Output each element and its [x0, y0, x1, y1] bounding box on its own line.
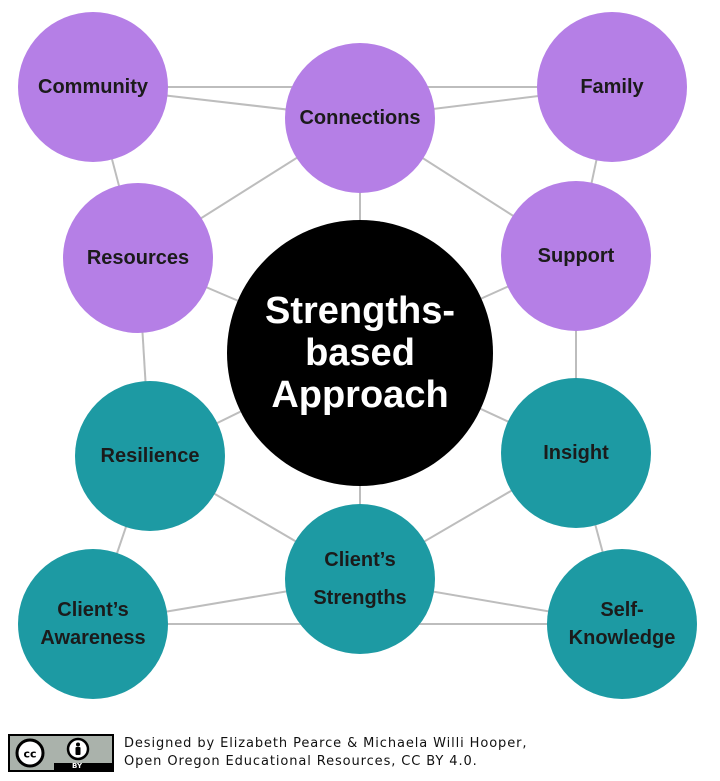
- node-connections: Connections: [285, 43, 435, 193]
- node-circle-family: [537, 12, 687, 162]
- attribution-person-icon: [66, 737, 90, 761]
- attribution-line-1: Designed by Elizabeth Pearce & Michaela …: [124, 736, 528, 751]
- node-label-clients-strengths-1: Strengths: [313, 587, 406, 609]
- node-circle-support: [501, 181, 651, 331]
- node-label-clients-awareness-1: Awareness: [40, 627, 145, 649]
- node-circle-clients-strengths: [285, 504, 435, 654]
- node-label-clients-strengths-0: Client’s: [324, 549, 396, 571]
- node-label-resilience-0: Resilience: [101, 445, 200, 467]
- license-attribution: cc BY Designed by Elizabeth Pearce & Mic…: [8, 730, 712, 776]
- node-label-clients-awareness-0: Client’s: [57, 599, 129, 621]
- node-community: Community: [18, 12, 168, 162]
- node-circle-center: [227, 220, 493, 486]
- node-label-insight-0: Insight: [543, 442, 609, 464]
- node-label-center-1: based: [305, 332, 415, 374]
- node-circle-clients-awareness: [18, 549, 168, 699]
- attribution-text: Designed by Elizabeth Pearce & Michaela …: [124, 735, 527, 771]
- node-self-knowledge: Self- Knowledge: [547, 549, 697, 699]
- node-family: Family: [537, 12, 687, 162]
- node-resilience: Resilience: [75, 381, 225, 531]
- node-circle-resources: [63, 183, 213, 333]
- node-label-connections-0: Connections: [299, 107, 420, 129]
- badge-label-bar: [54, 763, 112, 770]
- node-support: Support: [501, 181, 651, 331]
- node-label-resources-0: Resources: [87, 247, 189, 269]
- node-circle-community: [18, 12, 168, 162]
- node-label-center-0: Strengths-: [265, 290, 455, 332]
- node-label-center-2: Approach: [271, 374, 448, 416]
- attribution-line-2: Open Oregon Educational Resources, CC BY…: [124, 754, 478, 769]
- svg-text:cc: cc: [23, 748, 36, 761]
- node-label-self-knowledge-1: Knowledge: [569, 627, 676, 649]
- creative-commons-icon: cc: [15, 738, 45, 768]
- node-circle-self-knowledge: [547, 549, 697, 699]
- node-label-community-0: Community: [38, 76, 149, 98]
- node-insight: Insight: [501, 378, 651, 528]
- node-label-self-knowledge-0: Self-: [600, 599, 643, 621]
- node-circle-resilience: [75, 381, 225, 531]
- node-circle-insight: [501, 378, 651, 528]
- badge-by-label: BY: [72, 762, 83, 770]
- node-label-family-0: Family: [580, 76, 644, 98]
- cc-by-badge[interactable]: cc BY: [8, 734, 114, 772]
- node-circle-connections: [285, 43, 435, 193]
- node-label-support-0: Support: [538, 245, 615, 267]
- node-resources: Resources: [63, 183, 213, 333]
